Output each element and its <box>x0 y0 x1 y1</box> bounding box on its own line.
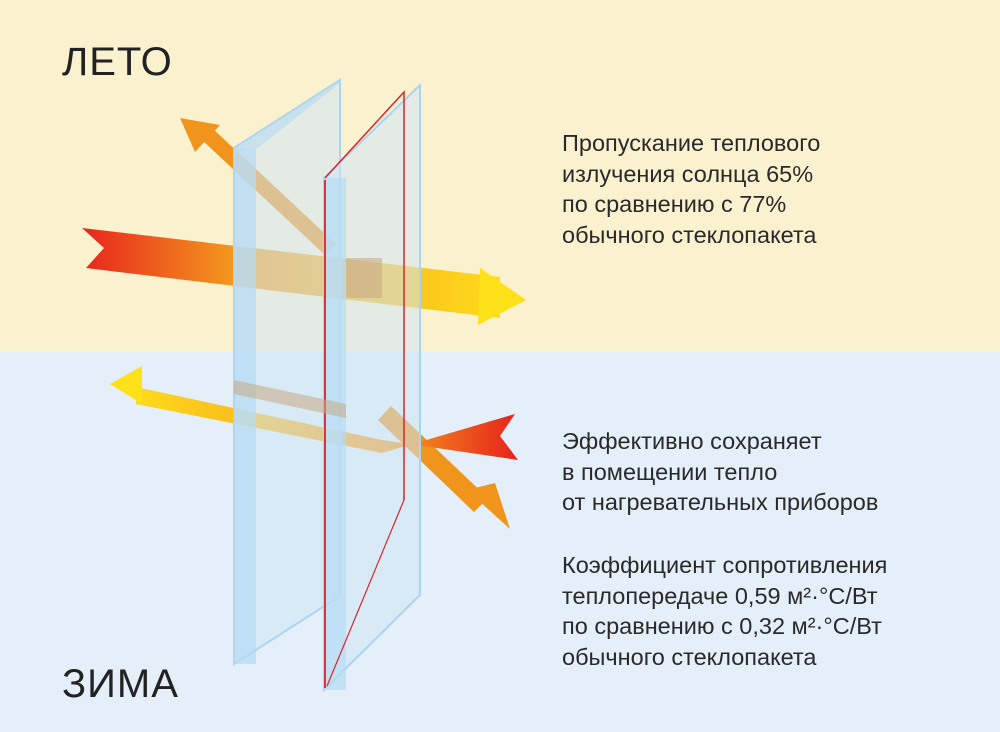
winter-coefficient-description: Коэффициент сопротивления теплопередаче … <box>562 550 887 672</box>
winter-heat-line-2: в помещении тепло <box>562 458 778 485</box>
summer-line-3: по сравнению с 77% <box>562 191 787 217</box>
winter-heat-line-3: от нагревательных приборов <box>562 489 879 515</box>
summer-description: Пропускание теплового излучения солнца 6… <box>562 128 820 250</box>
winter-coeff-line-3: по сравнению с 0,32 м²·°C/Вт <box>562 613 882 639</box>
glass-pane-outer <box>233 78 341 666</box>
winter-heat-arrow <box>110 366 518 460</box>
winter-coeff-line-4: обычного стеклопакета <box>562 643 817 670</box>
winter-title: ЗИМА <box>62 662 179 706</box>
winter-coeff-line-2: теплопередаче 0,59 м²·°C/Вт <box>562 582 878 609</box>
summer-line-4: обычного стеклопакета <box>562 221 817 248</box>
summer-title: ЛЕТО <box>62 40 173 84</box>
winter-background <box>0 352 1000 732</box>
glass-ray-overlap <box>234 258 382 418</box>
winter-heat-line-1: Эффективно сохраняет <box>562 428 822 454</box>
summer-line-1: Пропускание теплового <box>562 130 821 156</box>
winter-coeff-line-1: Коэффициент сопротивления <box>562 552 888 578</box>
winter-heat-description: Эффективно сохраняет в помещении тепло о… <box>562 426 878 518</box>
summer-line-2: излучения солнца 65% <box>562 160 814 187</box>
glass-pane-inner <box>323 82 421 693</box>
